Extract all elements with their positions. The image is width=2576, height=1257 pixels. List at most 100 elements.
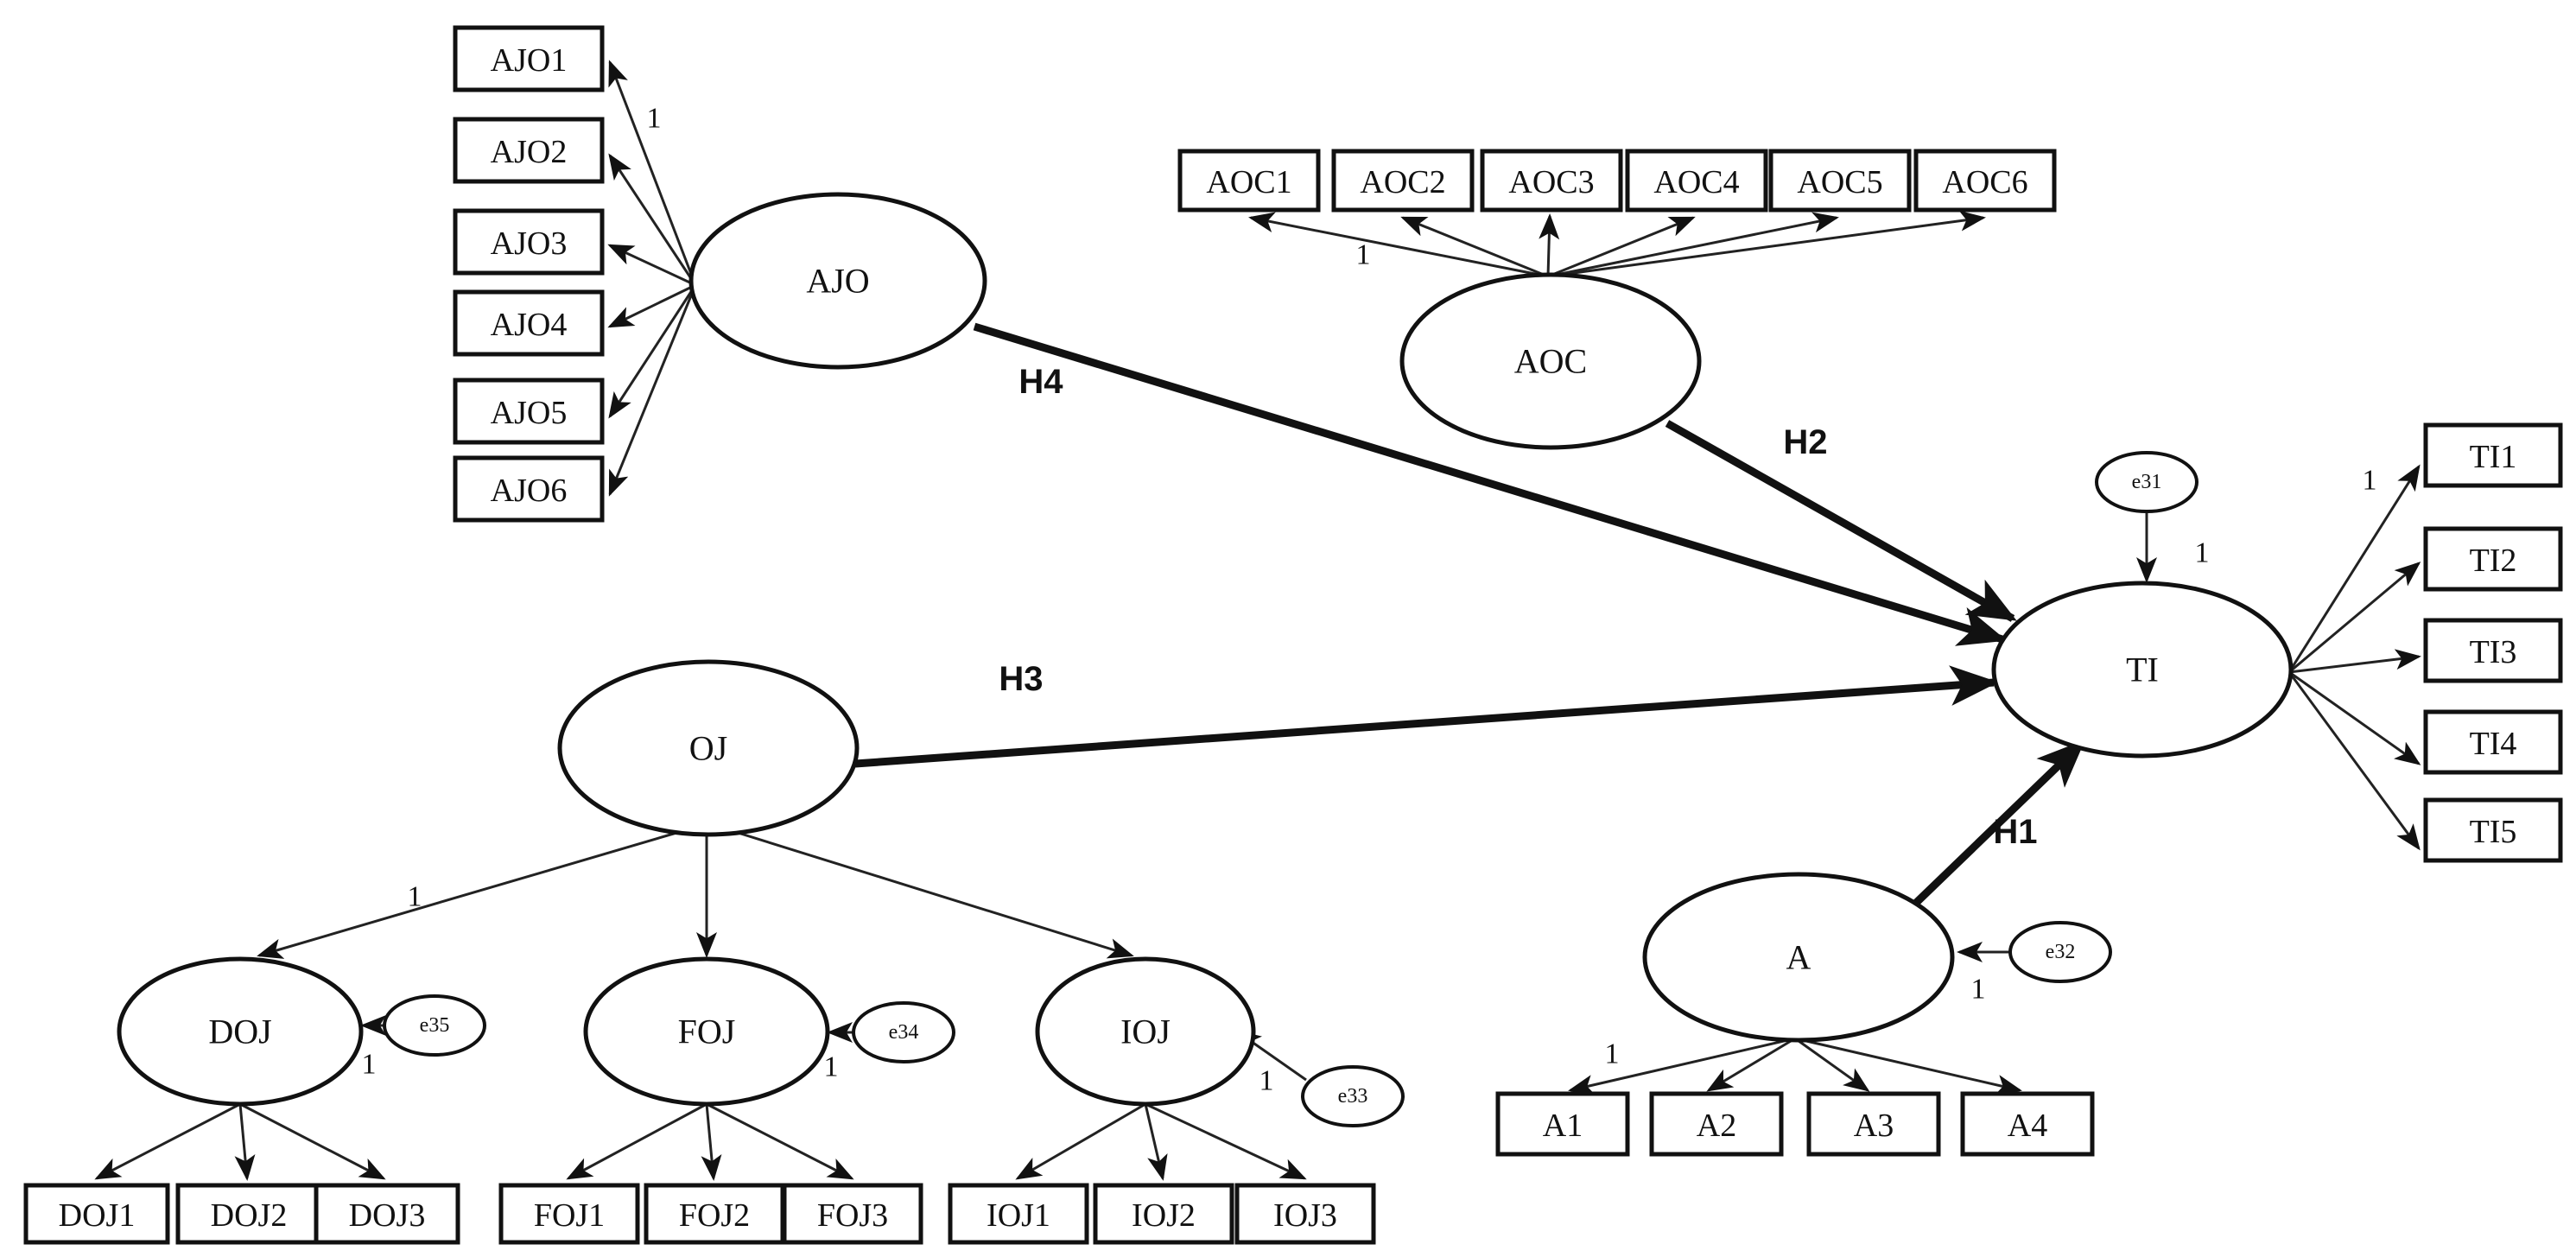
error-label: e32 xyxy=(2046,941,2076,963)
indicator-group-ajo: AJO1 AJO2 AJO3 AJO4 AJO5 AJO6 xyxy=(453,25,605,523)
edge-ti-to-ti4 xyxy=(2288,670,2421,765)
error-node-e33[interactable]: e33 xyxy=(1301,1065,1405,1127)
indicator-box-ti2[interactable]: TI2 xyxy=(2423,526,2563,592)
latent-label: DOJ xyxy=(208,1013,271,1051)
indicator-box-ajo3[interactable]: AJO3 xyxy=(453,208,605,276)
indicator-box-ti3[interactable]: TI3 xyxy=(2423,618,2563,683)
indicator-box-aoc5[interactable]: AOC5 xyxy=(1768,149,1912,213)
indicator-box-ti1[interactable]: TI1 xyxy=(2423,422,2563,488)
edge-ajo-to-ajo1 xyxy=(608,60,697,286)
indicator-label: A1 xyxy=(1543,1108,1583,1144)
latent-label: FOJ xyxy=(678,1013,736,1051)
edge-aoc-to-aoc6 xyxy=(1547,210,1986,278)
indicator-label: TI2 xyxy=(2470,543,2517,579)
error-node-e34[interactable]: e34 xyxy=(852,1001,955,1063)
latent-node-a[interactable]: A xyxy=(1642,872,1955,1043)
indicator-box-ioj1[interactable]: IOJ1 xyxy=(948,1183,1089,1245)
indicator-label: AOC5 xyxy=(1797,164,1882,200)
edge-aoc-to-aoc4 xyxy=(1547,216,1696,278)
edge-a-to-a3 xyxy=(1794,1037,1870,1092)
error-node-e31[interactable]: e31 xyxy=(2095,451,2198,513)
latent-node-ti[interactable]: TI xyxy=(1991,581,2294,759)
indicator-box-aoc3[interactable]: AOC3 xyxy=(1480,149,1623,213)
indicator-box-ajo5[interactable]: AJO5 xyxy=(453,378,605,445)
indicator-box-aoc4[interactable]: AOC4 xyxy=(1625,149,1768,213)
edge-foj-to-foj2 xyxy=(701,1103,722,1181)
indicator-box-ioj2[interactable]: IOJ2 xyxy=(1093,1183,1234,1245)
error-label: e33 xyxy=(1338,1085,1368,1108)
indicator-group-aoc: AOC1 AOC2 AOC3 AOC4 AOC5 AOC6 xyxy=(1177,149,2057,213)
indicator-box-doj3[interactable]: DOJ3 xyxy=(314,1183,460,1245)
edge-a-to-a4 xyxy=(1794,1037,2022,1095)
indicator-box-aoc1[interactable]: AOC1 xyxy=(1177,149,1321,213)
indicator-group-ioj: IOJ1 IOJ2 IOJ3 xyxy=(948,1183,1376,1245)
edge-ti-to-ti2 xyxy=(2288,562,2421,674)
latent-node-oj[interactable]: OJ xyxy=(557,659,860,837)
fixed-loading-label-e35: 1 xyxy=(362,1049,377,1081)
edge-aoc-to-aoc2 xyxy=(1400,216,1549,278)
edge-h4-ajo-to-ti xyxy=(973,322,2008,646)
indicator-group-a: A1 A2 A3 A4 xyxy=(1495,1091,2095,1157)
latent-node-ioj[interactable]: IOJ xyxy=(1035,956,1256,1107)
indicator-box-aoc6[interactable]: AOC6 xyxy=(1913,149,2057,213)
error-node-e32[interactable]: e32 xyxy=(2008,921,2112,983)
indicator-box-ajo2[interactable]: AJO2 xyxy=(453,117,605,184)
edge-aoc-to-aoc1 xyxy=(1248,212,1549,278)
indicator-label: AJO5 xyxy=(491,395,568,431)
indicator-group-ti: TI1 TI2 TI3 TI4 TI5 xyxy=(2423,422,2563,863)
latent-node-aoc[interactable]: AOC xyxy=(1399,272,1702,450)
hypothesis-label-h4: H4 xyxy=(1018,363,1063,401)
indicator-box-a4[interactable]: A4 xyxy=(1960,1091,2095,1157)
indicator-label: AJO3 xyxy=(491,225,568,262)
indicator-label: IOJ3 xyxy=(1273,1197,1337,1234)
edge-h2-aoc-to-ti xyxy=(1665,420,2017,622)
latent-node-doj[interactable]: DOJ xyxy=(117,956,364,1107)
edge-aoc-to-aoc5 xyxy=(1547,212,1839,278)
indicator-label: AJO1 xyxy=(491,42,568,79)
indicator-box-doj2[interactable]: DOJ2 xyxy=(175,1183,322,1245)
indicator-label: TI5 xyxy=(2470,814,2517,850)
indicator-box-a2[interactable]: A2 xyxy=(1649,1091,1784,1157)
indicator-label: DOJ2 xyxy=(211,1197,288,1234)
indicator-group-foj: FOJ1 FOJ2 FOJ3 xyxy=(498,1183,923,1245)
indicator-box-foj1[interactable]: FOJ1 xyxy=(498,1183,640,1245)
edge-a-to-a1 xyxy=(1568,1037,1796,1095)
indicator-label: IOJ2 xyxy=(1132,1197,1196,1234)
fixed-loading-label-ajo1: 1 xyxy=(647,103,662,135)
edges-oj-subfactors xyxy=(257,829,1134,959)
edge-aoc-to-aoc3 xyxy=(1539,213,1560,277)
indicator-box-ajo6[interactable]: AJO6 xyxy=(453,455,605,523)
indicator-box-ajo4[interactable]: AJO4 xyxy=(453,289,605,357)
edges-ioj-indicators xyxy=(1015,1102,1307,1181)
hypothesis-label-h3: H3 xyxy=(999,660,1043,698)
indicator-box-aoc2[interactable]: AOC2 xyxy=(1331,149,1475,213)
latent-node-foj[interactable]: FOJ xyxy=(583,956,830,1107)
indicator-box-foj3[interactable]: FOJ3 xyxy=(782,1183,923,1245)
indicator-box-a1[interactable]: A1 xyxy=(1495,1091,1630,1157)
indicator-box-ioj3[interactable]: IOJ3 xyxy=(1234,1183,1376,1245)
indicator-box-doj1[interactable]: DOJ1 xyxy=(23,1183,170,1245)
edges-a-indicators xyxy=(1568,1037,2022,1095)
indicator-box-foj2[interactable]: FOJ2 xyxy=(644,1183,785,1245)
indicator-box-ti4[interactable]: TI4 xyxy=(2423,709,2563,775)
fixed-loading-label-a1: 1 xyxy=(1605,1038,1620,1070)
indicator-label: TI3 xyxy=(2470,634,2517,670)
latent-label: TI xyxy=(2126,651,2159,689)
latent-label: IOJ xyxy=(1120,1013,1171,1051)
edge-ti-to-ti1 xyxy=(2287,464,2421,673)
fixed-loading-label-aoc1: 1 xyxy=(1356,239,1371,271)
latent-node-ajo[interactable]: AJO xyxy=(688,192,987,370)
hypothesis-label-h1: H1 xyxy=(1993,813,2037,851)
indicator-label: FOJ3 xyxy=(817,1197,888,1234)
error-label: e35 xyxy=(420,1014,450,1037)
indicator-label: AJO2 xyxy=(491,134,568,170)
error-node-e35[interactable]: e35 xyxy=(383,994,486,1057)
indicator-label: AOC6 xyxy=(1942,164,2027,200)
error-label: e31 xyxy=(2132,471,2162,493)
indicator-box-ajo1[interactable]: AJO1 xyxy=(453,25,605,92)
latent-label: AJO xyxy=(806,262,869,301)
indicator-box-a3[interactable]: A3 xyxy=(1806,1091,1941,1157)
indicator-label: AJO6 xyxy=(491,473,568,509)
indicator-box-ti5[interactable]: TI5 xyxy=(2423,797,2563,863)
